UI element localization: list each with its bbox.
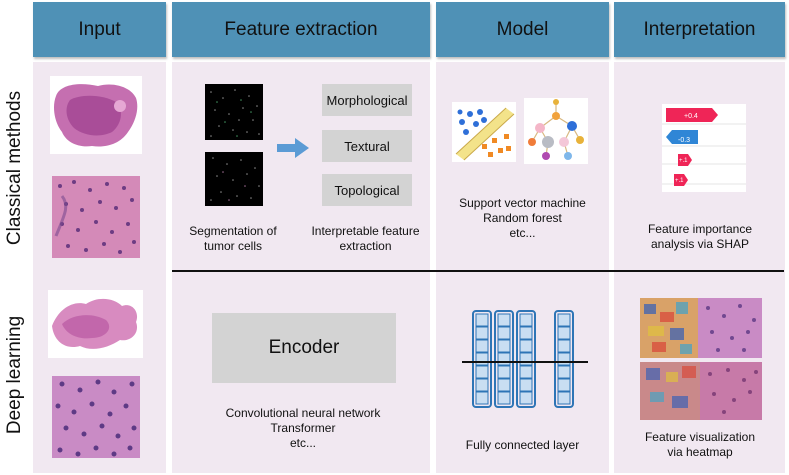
shap-caption: Feature importance analysis via SHAP [620, 222, 780, 252]
shap-bar-label: +.1 [679, 158, 688, 164]
shap-bar-label: +.1 [675, 178, 684, 184]
nn-column [554, 310, 574, 408]
nn-node [497, 326, 511, 340]
nn-node [497, 365, 511, 379]
header-interpretation: Interpretation [614, 2, 785, 57]
nn-node [497, 352, 511, 366]
nn-node [475, 313, 489, 327]
nn-node [475, 326, 489, 340]
shap-caption-line: analysis via SHAP [650, 237, 750, 251]
shap-bar-label: +0.4 [684, 113, 698, 120]
nn-node [557, 391, 571, 405]
decision-tree-icon [524, 98, 588, 164]
fc-layer-caption: Fully connected layer [465, 438, 580, 452]
segmentation-mask-1 [205, 84, 263, 140]
wsi-thumbnail-classical [50, 76, 142, 154]
heatmap-1 [640, 298, 762, 358]
nn-node [519, 391, 533, 405]
row-label-classical: Classical methods [0, 65, 30, 270]
encoder-caption-line: Convolutional neural network [225, 406, 381, 420]
nn-node [475, 365, 489, 379]
heatmap-2 [640, 362, 762, 420]
nn-column [472, 310, 492, 408]
row-label-deep-text: Deep learning [4, 315, 25, 435]
nn-node [519, 326, 533, 340]
encoder-caption-line: etc... [289, 436, 316, 450]
nn-node [497, 339, 511, 353]
encoder-caption-line: Transformer [270, 421, 336, 435]
nn-node [497, 378, 511, 392]
nn-node [557, 352, 571, 366]
nn-node [497, 313, 511, 327]
neural-network-icon [462, 310, 588, 408]
segmentation-mask-2 [205, 152, 263, 206]
shap-plot: +0.4 -0.3 +.1 +.1 [662, 104, 746, 192]
model-caption-line: Random forest [483, 211, 562, 225]
model-caption-line: Support vector machine [459, 196, 586, 210]
nn-column [516, 310, 536, 408]
nn-node [557, 378, 571, 392]
classical-model-caption: Support vector machine Random forest etc… [440, 196, 605, 241]
header-input: Input [33, 2, 166, 57]
nn-node [475, 378, 489, 392]
interpretable-feature-caption: Interpretable feature extraction [303, 224, 428, 254]
interpretable-caption-line: extraction [339, 239, 392, 253]
encoder-box: Encoder [212, 313, 396, 383]
header-feature-extraction: Feature extraction [172, 2, 430, 57]
heatmap-caption-line: via heatmap [667, 445, 733, 459]
nn-node [519, 365, 533, 379]
shap-bar-small [678, 154, 692, 166]
row-label-deep: Deep learning [0, 280, 30, 470]
tile-classical [52, 176, 140, 258]
tile-deep [52, 376, 140, 458]
shap-bar-label: -0.3 [678, 137, 690, 144]
row-label-classical-text: Classical methods [4, 90, 26, 245]
nn-node [519, 352, 533, 366]
arrow-icon [277, 138, 309, 158]
nn-node [519, 313, 533, 327]
segmentation-caption-line: Segmentation of [189, 224, 277, 238]
shap-bar-positive [666, 108, 718, 122]
nn-node [497, 391, 511, 405]
nn-node [519, 378, 533, 392]
svm-icon [452, 102, 516, 162]
feature-box-topological: Topological [322, 174, 412, 206]
nn-node [557, 326, 571, 340]
heatmap-caption: Feature visualization via heatmap [620, 430, 780, 460]
nn-node [475, 339, 489, 353]
segmentation-caption-line: tumor cells [203, 239, 262, 253]
wsi-thumbnail-deep [48, 290, 143, 358]
model-caption-line: etc... [509, 226, 536, 240]
feature-box-textural: Textural [322, 130, 412, 162]
interpretable-caption-line: Interpretable feature [311, 224, 420, 238]
shap-bar-small [674, 174, 688, 186]
nn-node [475, 352, 489, 366]
header-model: Model [436, 2, 609, 57]
segmentation-caption: Segmentation of tumor cells [178, 224, 288, 254]
nn-column [494, 310, 514, 408]
nn-node [557, 365, 571, 379]
nn-node [519, 339, 533, 353]
nn-node [557, 339, 571, 353]
encoder-caption: Convolutional neural network Transformer… [180, 406, 426, 451]
shap-caption-line: Feature importance [647, 222, 753, 236]
feature-box-morphological: Morphological [322, 84, 412, 116]
heatmap-caption-line: Feature visualization [644, 430, 756, 444]
nn-node [557, 313, 571, 327]
shap-bar-negative [666, 130, 698, 144]
nn-node [475, 391, 489, 405]
row-divider [172, 270, 784, 272]
